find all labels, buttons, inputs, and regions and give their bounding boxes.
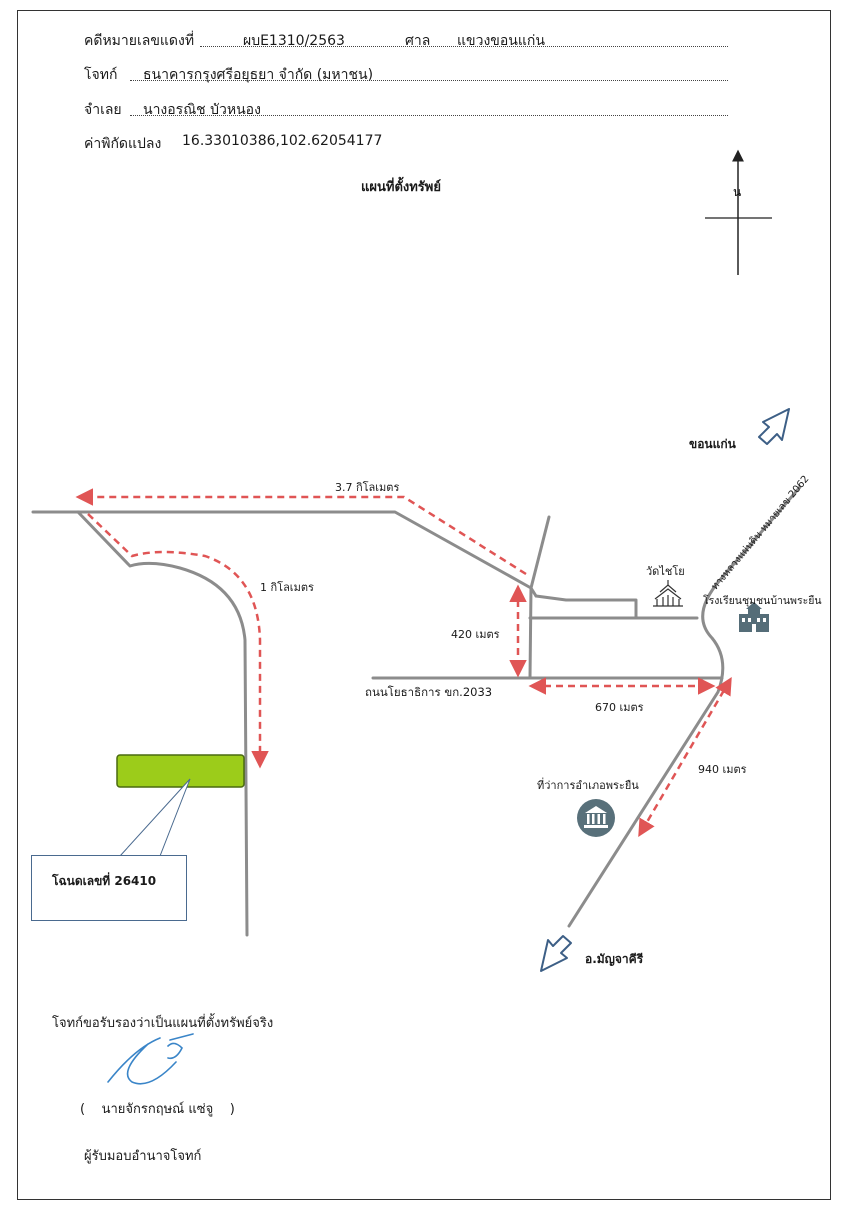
deed-label: โฉนดเลขที่ 26410	[52, 874, 157, 888]
label-940m: 940 เมตร	[698, 763, 747, 776]
defendant-dotline	[130, 115, 728, 116]
certify-text: โจทก์ขอรับรองว่าเป็นแผนที่ตั้งทรัพย์จริง	[52, 1016, 274, 1031]
signer-name: ( นายจักรกฤษณ์ แซ่จู )	[80, 1102, 235, 1117]
label-manja-khiri: อ.มัญจาคีรี	[585, 952, 644, 966]
route-arrows	[75, 488, 732, 838]
label-road-2033: ถนนโยธาธิการ ขก.2033	[365, 685, 493, 699]
school-icon	[739, 602, 769, 632]
case-label: คดีหมายเลขแดงที่	[84, 33, 195, 49]
road-to-parcel	[76, 510, 249, 937]
road-temple-connector	[534, 594, 638, 620]
deed-callout-pointer	[118, 778, 191, 857]
label-3-7km: 3.7 กิโลเมตร	[335, 481, 400, 494]
label-temple: วัดไชโย	[646, 565, 685, 578]
case-dotline	[200, 46, 728, 47]
label-school: โรงเรียนชุมชนบ้านพระยืน	[703, 595, 822, 607]
coordinate-value: 16.33010386,102.62054177	[182, 133, 383, 149]
label-khon-kaen: ขอนแก่น	[689, 437, 736, 451]
court-name: แขวงขอนแก่น	[457, 33, 545, 49]
signer-role: ผู้รับมอบอำนาจโจทก์	[84, 1149, 202, 1164]
north-label: น	[733, 185, 741, 199]
deed-callout-box	[31, 855, 187, 921]
land-parcel	[116, 754, 245, 788]
coordinate-label: ค่าพิกัดแปลง	[84, 136, 162, 152]
label-1km: 1 กิโลเมตร	[260, 581, 314, 594]
case-number: ผบE1310/2563	[243, 33, 345, 49]
plaintiff-dotline	[130, 80, 728, 81]
plaintiff-name: ธนาคารกรุงศรีอยุธยา จำกัด (มหาชน)	[143, 67, 374, 83]
road-north-branch	[528, 515, 551, 680]
plaintiff-label: โจทก์	[84, 67, 118, 83]
main-road-north	[31, 510, 538, 598]
defendant-name: นางอรณิช บัวหนอง	[143, 102, 261, 118]
north-arrow	[705, 149, 772, 275]
route-940m	[638, 676, 732, 838]
label-district-office: ที่ว่าการอำเภอพระยืน	[537, 779, 639, 792]
route-3-7km	[75, 488, 527, 576]
defendant-label: จำเลย	[84, 102, 122, 118]
court-label: ศาล	[405, 33, 431, 49]
signature-mark	[107, 1033, 194, 1085]
page-frame	[17, 10, 831, 1200]
map-title: แผนที่ตั้งทรัพย์	[361, 180, 441, 195]
arrow-khon-kaen	[758, 408, 790, 445]
government-office-icon	[577, 799, 615, 837]
arrow-manja-khiri	[540, 935, 572, 972]
temple-icon	[653, 580, 683, 607]
route-1km	[87, 513, 269, 769]
label-420m: 420 เมตร	[451, 628, 500, 641]
label-670m: 670 เมตร	[595, 701, 644, 714]
